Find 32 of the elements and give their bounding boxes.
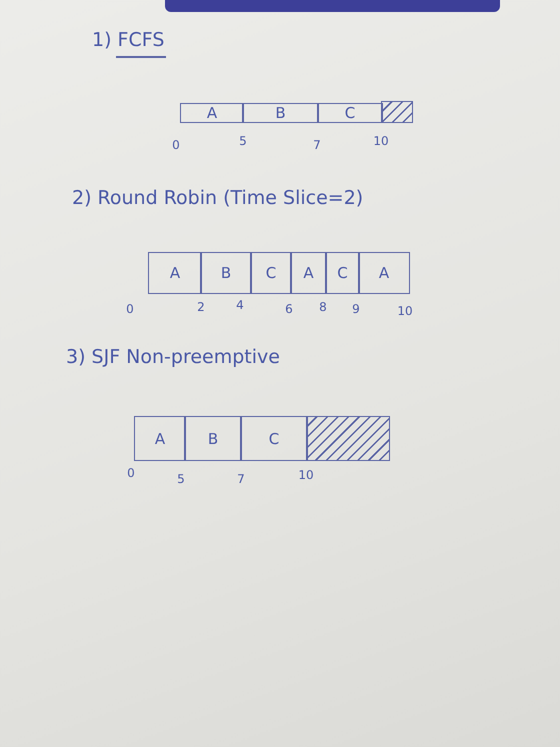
process-segment: B: [184, 416, 242, 461]
hatched-segment: [306, 416, 390, 461]
process-segment: A: [180, 103, 244, 123]
process-segment: B: [242, 103, 319, 123]
process-segment: A: [134, 416, 186, 461]
process-segment: C: [317, 103, 383, 123]
tick-label: 9: [352, 302, 360, 316]
tick-label: 8: [319, 300, 327, 314]
process-segment: C: [240, 416, 308, 461]
section-heading: 3) SJF Non-preemptive: [66, 345, 280, 369]
tick-label: 5: [177, 472, 185, 486]
section-heading: 2) Round Robin (Time Slice=2): [72, 186, 364, 210]
tick-label: 4: [236, 298, 244, 312]
tick-label: 10: [397, 304, 413, 318]
tick-label: 0: [126, 302, 134, 316]
tick-label: 0: [172, 138, 180, 152]
section-heading: 1) FCFS: [92, 28, 164, 52]
process-segment: C: [325, 252, 360, 294]
tick-label: 5: [239, 134, 247, 148]
process-segment: A: [358, 252, 410, 294]
tick-label: 10: [298, 468, 314, 482]
hatched-segment: [381, 101, 413, 123]
tick-label: 2: [197, 300, 205, 314]
process-segment: A: [148, 252, 202, 294]
tick-label: 0: [127, 466, 135, 480]
tick-label: 10: [373, 134, 389, 148]
tick-label: 6: [285, 302, 293, 316]
tick-label: 7: [313, 138, 321, 152]
process-segment: A: [290, 252, 327, 294]
process-segment: C: [250, 252, 292, 294]
tick-label: 7: [237, 472, 245, 486]
process-segment: B: [200, 252, 252, 294]
